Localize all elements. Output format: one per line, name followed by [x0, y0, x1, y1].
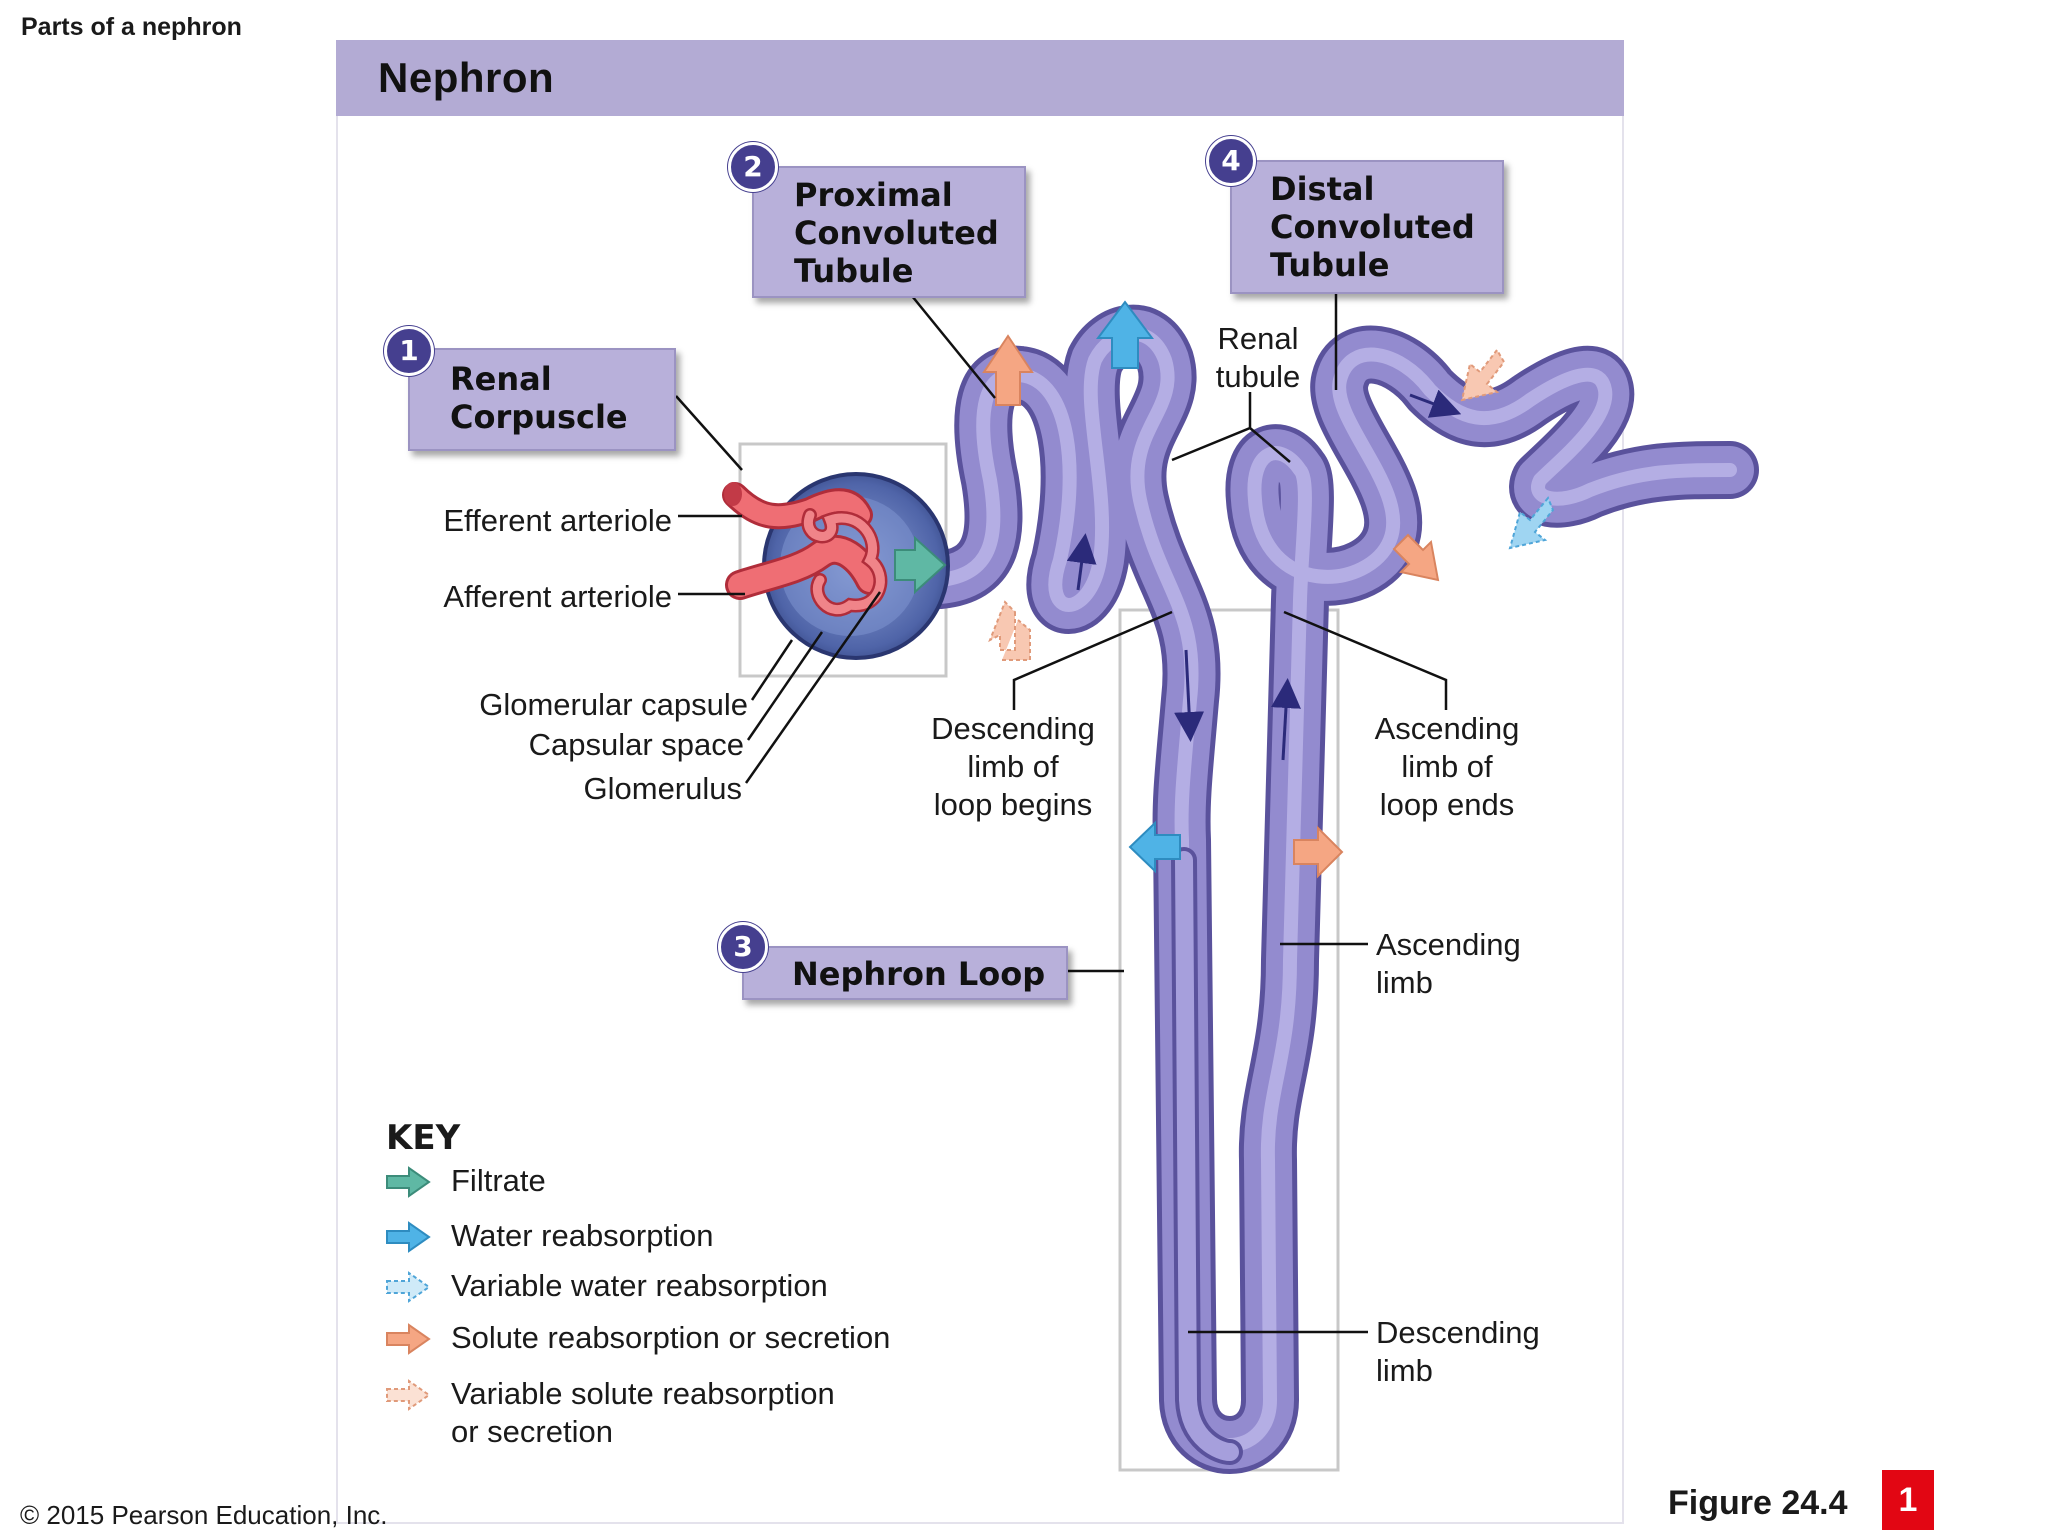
descending-begins-line3: loop begins: [933, 787, 1093, 822]
renal-tubule-label: Renal tubule: [1198, 320, 1318, 396]
distal-tubule-label-line1: Distal: [1270, 170, 1375, 208]
ascending-ends-line1: Ascending: [1374, 711, 1520, 746]
nephron-loop-label: Nephron Loop: [792, 955, 1046, 993]
proximal-tubule-label-line3: Tubule: [794, 252, 914, 290]
glomerular-capsule-label: Glomerular capsule: [479, 687, 748, 722]
descending-limb-label: Descending limb: [1376, 1314, 1576, 1390]
leader-lines: [675, 292, 1448, 1334]
proximal-tubule-label-line2: Convoluted: [794, 214, 999, 252]
efferent-arteriole-label: Efferent arteriole: [443, 503, 672, 538]
descending-limb-line2: limb: [1376, 1353, 1433, 1388]
variable-water-arrow-icon: [1508, 496, 1555, 550]
descending-begins-line2: limb of: [967, 749, 1059, 784]
ascending-ends-line3: loop ends: [1379, 787, 1515, 822]
flow-arrow-icon: [1409, 389, 1462, 418]
distal-tubule-box: Distal Convoluted Tubule: [1230, 160, 1504, 294]
key-label-filtrate: Filtrate: [451, 1163, 546, 1198]
solute-arrow-icon: [1293, 825, 1344, 879]
ascending-limb-line1: Ascending: [1376, 927, 1521, 962]
glomerulus-label: Glomerulus: [583, 771, 743, 806]
panel-header: [336, 40, 1624, 116]
solute-arrow-icon: [386, 1323, 431, 1355]
water-arrow-icon: [1096, 300, 1154, 369]
part-number-3: 3: [718, 922, 768, 972]
key-label-variable-solute: Variable solute reabsorption: [451, 1376, 835, 1411]
part-number-4: 4: [1206, 136, 1256, 186]
solute-arrow-icon: [982, 334, 1034, 406]
descending-limb-begins-label: Descending limb of loop begins: [908, 710, 1118, 824]
figure-label: Figure 24.4: [1668, 1484, 1848, 1522]
renal-tubule: [911, 304, 1759, 1474]
part-number-2: 2: [728, 142, 778, 192]
ascending-limb-line2: limb: [1376, 965, 1433, 1000]
page-number-badge: 1: [1882, 1470, 1934, 1530]
afferent-arteriole-label: Afferent arteriole: [443, 579, 672, 614]
page-title: Parts of a nephron: [21, 13, 242, 41]
key-label-variable-solute-line2: or secretion: [451, 1414, 613, 1449]
ascending-ends-line2: limb of: [1401, 749, 1493, 784]
key-title: KEY: [386, 1118, 461, 1158]
renal-corpuscle-box: Renal Corpuscle: [408, 348, 676, 451]
variable-solute-arrow-icon: [386, 1379, 431, 1411]
nephron-loop-box: Nephron Loop: [742, 946, 1068, 1000]
renal-tubule-line1: Renal: [1217, 321, 1299, 356]
ascending-limb-label: Ascending limb: [1376, 926, 1576, 1002]
glomerulus: [722, 482, 888, 617]
distal-tubule-label-line2: Convoluted: [1270, 208, 1475, 246]
flow-arrow-icon: [1066, 533, 1097, 591]
key-label-variable-water: Variable water reabsorption: [451, 1268, 828, 1303]
variable-solute-arrow-icon: [1460, 348, 1506, 402]
ascending-limb-ends-label: Ascending limb of loop ends: [1342, 710, 1552, 824]
key-label-solute: Solute reabsorption or secretion: [451, 1320, 891, 1355]
thin-limb: [1171, 847, 1243, 1465]
filtrate-arrow-icon: [386, 1166, 431, 1198]
water-arrow-icon: [386, 1221, 431, 1253]
renal-tubule-line2: tubule: [1215, 359, 1301, 394]
panel-title: Nephron: [378, 54, 555, 101]
descending-begins-line1: Descending: [931, 711, 1095, 746]
proximal-tubule-label-line1: Proximal: [794, 176, 953, 214]
renal-corpuscle-label-line1: Renal: [450, 360, 552, 398]
renal-corpuscle-label-line2: Corpuscle: [450, 398, 628, 436]
flow-arrow-icon: [1174, 649, 1205, 742]
proximal-tubule-box: Proximal Convoluted Tubule: [752, 166, 1026, 298]
copyright-notice: © 2015 Pearson Education, Inc.: [20, 1500, 388, 1530]
variable-solute-arrow-icon: [988, 600, 1031, 661]
key-label-water: Water reabsorption: [451, 1218, 714, 1253]
variable-water-arrow-icon: [386, 1271, 431, 1303]
descending-limb-line1: Descending: [1376, 1315, 1540, 1350]
capsular-space-label: Capsular space: [528, 727, 744, 762]
solute-arrow-icon: [1392, 533, 1440, 582]
water-arrow-icon: [1128, 820, 1181, 874]
part-number-1: 1: [384, 326, 434, 376]
filtrate-arrow-icon: [894, 535, 947, 595]
flow-arrow-icon: [1270, 678, 1301, 761]
distal-tubule-label-line3: Tubule: [1270, 246, 1390, 284]
